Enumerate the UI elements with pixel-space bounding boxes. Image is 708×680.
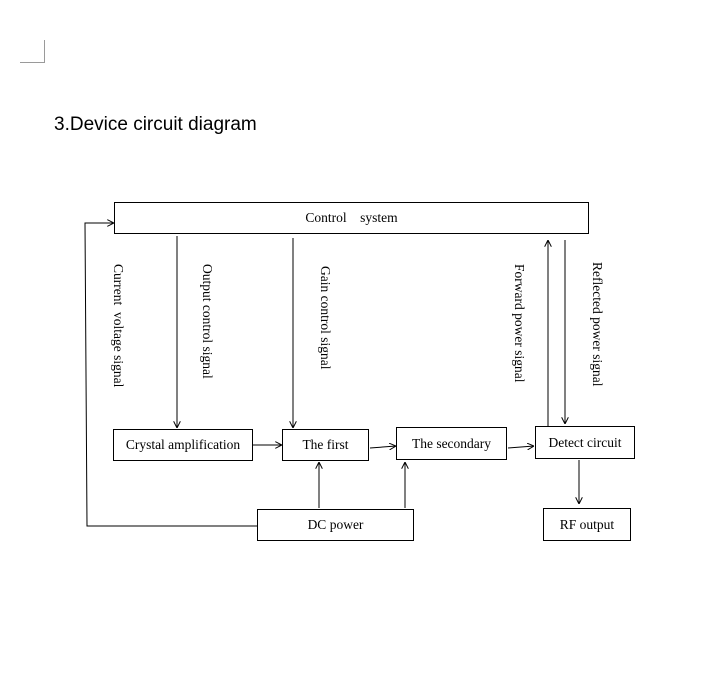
control-system-label: Control system [305,210,398,225]
detect-circuit-label: Detect circuit [548,434,622,450]
rf-output-label: RF output [559,516,615,532]
control-system-box: Control system [114,202,589,234]
forward-power-signal-label: Forward power signal [512,264,527,383]
the-secondary-label: The secondary [411,435,492,451]
dc-power-box: DC power [257,509,414,541]
output-control-signal-label: Output control signal [200,264,215,379]
detect-circuit-box: Detect circuit [535,426,635,459]
dc-power-label: DC power [307,517,364,532]
page-corner-mark [20,40,45,63]
the-first-box: The first [282,429,369,461]
the-first-label: The first [302,437,349,452]
arrow-secondary-to-detect [507,446,534,448]
reflected-power-signal-label: Reflected power signal [590,262,605,387]
gain-control-signal-label: Gain control signal [318,266,333,370]
crystal-amplification-box: Crystal amplification [113,429,253,461]
arrow-current-voltage-feedback [84,223,257,527]
rf-output-box: RF output [543,508,631,541]
section-heading: 3.Device circuit diagram [54,114,257,135]
arrow-first-to-secondary [369,446,396,448]
the-secondary-box: The secondary [396,427,507,460]
crystal-amplification-label: Crystal amplification [125,437,241,452]
current-voltage-signal-label: Current voltage signal [111,264,126,388]
